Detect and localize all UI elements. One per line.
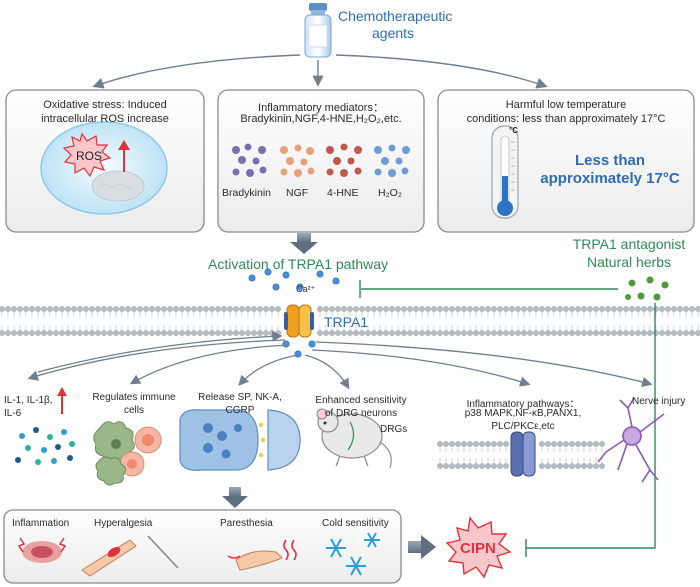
cytokines-line1: IL-1, IL-1β,	[4, 395, 53, 406]
chemo-title-line1: Chemotherapeutic	[338, 8, 453, 24]
snowflake-icon	[326, 532, 380, 576]
nerve-injury-label: Nerve injury	[632, 396, 686, 407]
symptom-inflammation: Inflammation	[12, 518, 70, 529]
hyperalgesia-icon	[81, 535, 179, 577]
inflammatory-line1: Inflammatory mediators：	[258, 102, 384, 114]
immune-line2: cells	[123, 405, 144, 416]
natural-herbs-icon	[625, 276, 669, 301]
symptom-paresthesia: Paresthesia	[220, 518, 273, 529]
thermometer-icon	[491, 125, 519, 219]
inflammatory-line2: Bradykinin,NGF,4-HNE,H₂O₂,etc.	[240, 113, 402, 125]
cell-icon	[40, 121, 168, 215]
inhibition-line-cipn	[525, 303, 656, 557]
ros-label: ROS	[76, 149, 103, 163]
activation-label: Activation of TRPA1 pathway	[208, 256, 389, 272]
cold-big-line2: approximately 17°C	[540, 170, 680, 187]
cipn-burst-icon	[445, 516, 512, 579]
drug-vial-icon	[304, 3, 332, 58]
cytokine-increase-arrow-icon	[57, 387, 67, 414]
synapse-icon	[179, 409, 301, 471]
symptom-hyperalgesia: Hyperalgesia	[94, 518, 153, 529]
antagonist-line1: TRPA1 antagonist	[572, 236, 686, 252]
receptor-icon	[510, 431, 536, 477]
pathways-line1: Inflammatory pathways：	[466, 399, 580, 410]
release-line1: Release SP, NK-A,	[198, 392, 282, 403]
cytokine-dots-icon	[15, 427, 75, 465]
drgs-label: DRGs	[380, 424, 408, 435]
paresthesia-icon	[227, 539, 297, 571]
trpa1-channel-icon	[284, 304, 314, 338]
symptom-cold-sensitivity: Cold sensitivity	[322, 518, 389, 529]
calcium-label: Ca²⁺	[296, 284, 316, 294]
cipn-label: CIPN	[460, 540, 496, 557]
trpa1-label: TRPA1	[324, 314, 369, 330]
oxidative-line1: Oxidative stress: Induced	[43, 99, 167, 111]
neuron-icon	[597, 397, 665, 483]
cold-big-line1: Less than	[574, 152, 646, 169]
big-down-arrow	[290, 233, 318, 254]
top-arrows	[92, 54, 548, 89]
pathway-receptor-icon	[437, 441, 605, 469]
mouse-drg-icon	[316, 408, 392, 469]
ros-increase-arrow-icon	[118, 140, 130, 172]
cold-line1: Harmful low temperature	[505, 99, 627, 111]
drg-line1: Enhanced sensitivity	[315, 395, 407, 406]
immune-line1: Regulates immune	[92, 392, 176, 403]
immune-cells-icon	[93, 421, 162, 486]
inflammatory-mediators-box	[217, 89, 425, 233]
antagonist-line2: Natural herbs	[586, 254, 672, 270]
thermometer-unit: °C	[509, 126, 518, 135]
chemo-title-line2: agents	[372, 25, 415, 41]
mediator-molecules-icon	[232, 143, 410, 177]
effect-arrows	[27, 331, 653, 390]
cytokines-line2: IL-6	[4, 408, 22, 419]
mediator-label-4hne: 4-HNE	[327, 187, 359, 199]
mediator-label-h2o2: H₂O₂	[378, 187, 402, 199]
mediator-label-ngf: NGF	[286, 187, 309, 199]
pathways-line3: PLC/PKCε,etc	[491, 421, 555, 432]
calcium-ions	[248, 268, 340, 358]
symptom-arrow	[222, 487, 248, 508]
cold-line2: conditions: less than approximately 17°C	[466, 113, 666, 125]
ros-burst-icon	[62, 132, 112, 178]
drg-line2: of DRG neurons	[324, 408, 398, 419]
inflammation-icon	[17, 537, 67, 563]
pathways-line2: p38 MAPK,NF-κB,PANX1,	[464, 408, 582, 419]
mediator-label-bradykinin: Bradykinin	[222, 187, 272, 199]
inhibition-line	[359, 280, 618, 298]
oxidative-line2: intracellular ROS increase	[41, 113, 169, 125]
cipn-arrow	[408, 535, 436, 559]
cell-membrane	[0, 306, 700, 336]
release-line2: CGRP	[225, 405, 255, 416]
